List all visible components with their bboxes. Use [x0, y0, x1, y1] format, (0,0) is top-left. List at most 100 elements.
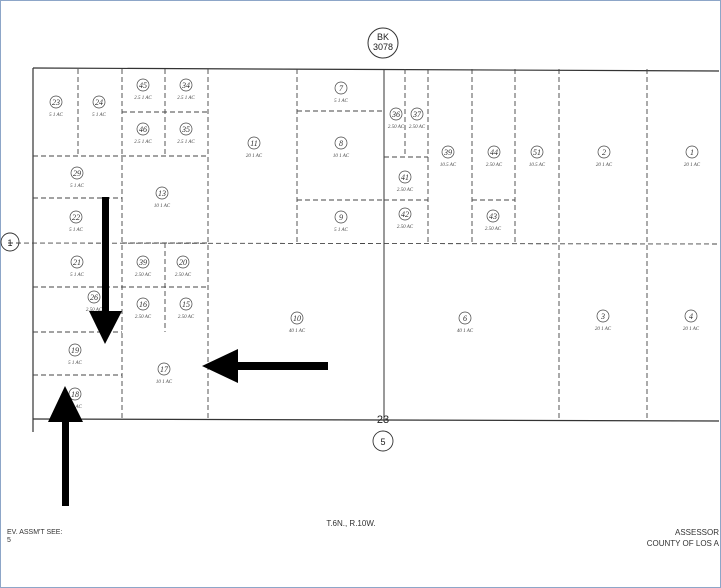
- parcel-42: 422.50 AC: [397, 207, 414, 230]
- parcel-19: 195 1 AC: [68, 343, 83, 366]
- parcel-number-circle: [69, 210, 83, 224]
- parcel-number-circle: [70, 166, 84, 180]
- parcel-number-circle: [290, 311, 304, 325]
- parcel-acreage: 5 1 AC: [334, 99, 348, 104]
- footer-left: EV. ASSM'T SEE:: [7, 529, 62, 536]
- parcel-acreage: 40 1 AC: [457, 329, 474, 334]
- parcel-acreage: 10 1 AC: [156, 380, 173, 385]
- parcel-number-circle: [49, 95, 63, 109]
- parcel-acreage: 2.50 AC: [175, 273, 192, 278]
- parcel-number: 35: [181, 125, 190, 134]
- parcel-number: 39: [138, 258, 147, 267]
- parcel-number: 1: [690, 148, 694, 157]
- parcel-acreage: 2.5 1 AC: [177, 96, 195, 101]
- parcel-acreage: 2.50 AC: [397, 188, 414, 193]
- parcel-acreage: 5 1 AC: [68, 361, 82, 366]
- parcel-number: 41: [401, 173, 409, 182]
- parcel-number: 4: [689, 312, 693, 321]
- parcel-number-circle: [334, 210, 348, 224]
- parcel-acreage: 2.50 AC: [486, 163, 503, 168]
- parcel-23: 235 1 AC: [49, 95, 64, 118]
- arrow-left: [202, 349, 328, 383]
- township-range: T.6N., R.10W.: [326, 519, 375, 528]
- parcel-1: 1 20 1 AC: [684, 145, 701, 168]
- parcel-number-circle: [458, 311, 472, 325]
- parcel-acreage: 20 1 AC: [595, 327, 612, 332]
- parcel-number-circle: [334, 136, 348, 150]
- parcel-number: 2: [602, 148, 606, 157]
- parcel-acreage: 20 1 AC: [596, 163, 613, 168]
- parcel-46: 46 2.5 1 AC: [134, 122, 152, 145]
- parcel-7: 75 1 AC: [334, 81, 349, 104]
- parcel-number: 6: [463, 314, 467, 323]
- parcel-acreage: 5 1 AC: [69, 228, 83, 233]
- parcel-acreage: 10.5 AC: [440, 163, 457, 168]
- parcel-number-circle: [410, 107, 424, 121]
- parcel-34: 342.5 1 AC: [177, 78, 195, 101]
- arrow-down: [89, 197, 122, 344]
- parcel-number: 10: [293, 314, 301, 323]
- parcel-acreage: 5 1 AC: [49, 113, 63, 118]
- parcel-21: 215 1 AC: [70, 255, 85, 278]
- parcel-number-circle: [87, 290, 101, 304]
- parcel-acreage: 20 1 AC: [684, 163, 701, 168]
- parcel-acreage: 10.5 AC: [529, 163, 546, 168]
- parcel-number-circle: [441, 145, 455, 159]
- parcel-22: 22 5 1 AC: [69, 210, 84, 233]
- parcel-number-circle: [398, 170, 412, 184]
- parcel-20: 202.50 AC: [175, 255, 192, 278]
- parcel-39: 39 2.50 AC: [135, 255, 152, 278]
- parcel-44: 442.50 AC: [486, 145, 503, 168]
- parcel-9: 95 1 AC: [334, 210, 349, 233]
- book-label: BK: [377, 32, 389, 42]
- neighbor-section-bottom: 5: [372, 430, 394, 452]
- parcel-acreage: 2.50 AC: [178, 315, 195, 320]
- parcel-number-circle: [685, 145, 699, 159]
- parcel-number: 15: [182, 300, 190, 309]
- parcel-acreage: 40 1 AC: [289, 329, 306, 334]
- svg-text:5: 5: [380, 437, 385, 447]
- parcel-acreage: 2.50 AC: [409, 125, 426, 130]
- arrow-up: [48, 386, 83, 506]
- footer-left-2: 5: [7, 537, 11, 544]
- parcel-acreage: 2.50 AC: [485, 227, 502, 232]
- parcel-number-circle: [596, 309, 610, 323]
- parcel-number: 8: [339, 139, 343, 148]
- parcel-26: 262.50 AC: [86, 290, 103, 313]
- parcel-number: 3: [600, 312, 605, 321]
- parcel-acreage: 2.50 AC: [135, 315, 152, 320]
- parcel-number-circle: [684, 309, 698, 323]
- parcel-number-circle: [179, 297, 193, 311]
- parcel-6: 6 40 1 AC: [457, 311, 474, 334]
- parcel-acreage: 2.50 AC: [86, 308, 103, 313]
- parcel-acreage: 20 1 AC: [683, 327, 700, 332]
- parcel-number-circle: [68, 343, 82, 357]
- parcel-acreage: 10 1 AC: [333, 154, 350, 159]
- parcel-number-circle: [398, 207, 412, 221]
- parcel-number-circle: [176, 255, 190, 269]
- parcel-number-circle: [597, 145, 611, 159]
- parcel-acreage: 2.50 AC: [135, 273, 152, 278]
- parcel-3: 3 20 1 AC: [595, 309, 612, 332]
- parcel-number: 45: [139, 81, 147, 90]
- parcel-number-circle: [389, 107, 403, 121]
- parcel-number: 43: [489, 212, 497, 221]
- parcel-43: 43 2.50 AC: [485, 209, 502, 232]
- parcel-number: 46: [139, 125, 147, 134]
- parcel-24: 245 1 AC: [92, 95, 107, 118]
- parcel-acreage: 5 1 AC: [70, 184, 84, 189]
- parcel-number-circle: [486, 209, 500, 223]
- parcel-number-circle: [157, 362, 171, 376]
- parcel-number-circle: [136, 78, 150, 92]
- parcel-acreage: 10 1 AC: [154, 204, 171, 209]
- parcel-acreage: 2.5 1 AC: [134, 140, 152, 145]
- parcel-number: 22: [72, 213, 80, 222]
- parcel-acreage: 20 1 AC: [246, 154, 263, 159]
- parcel-number: 21: [73, 258, 81, 267]
- section-boundary: [32, 67, 720, 432]
